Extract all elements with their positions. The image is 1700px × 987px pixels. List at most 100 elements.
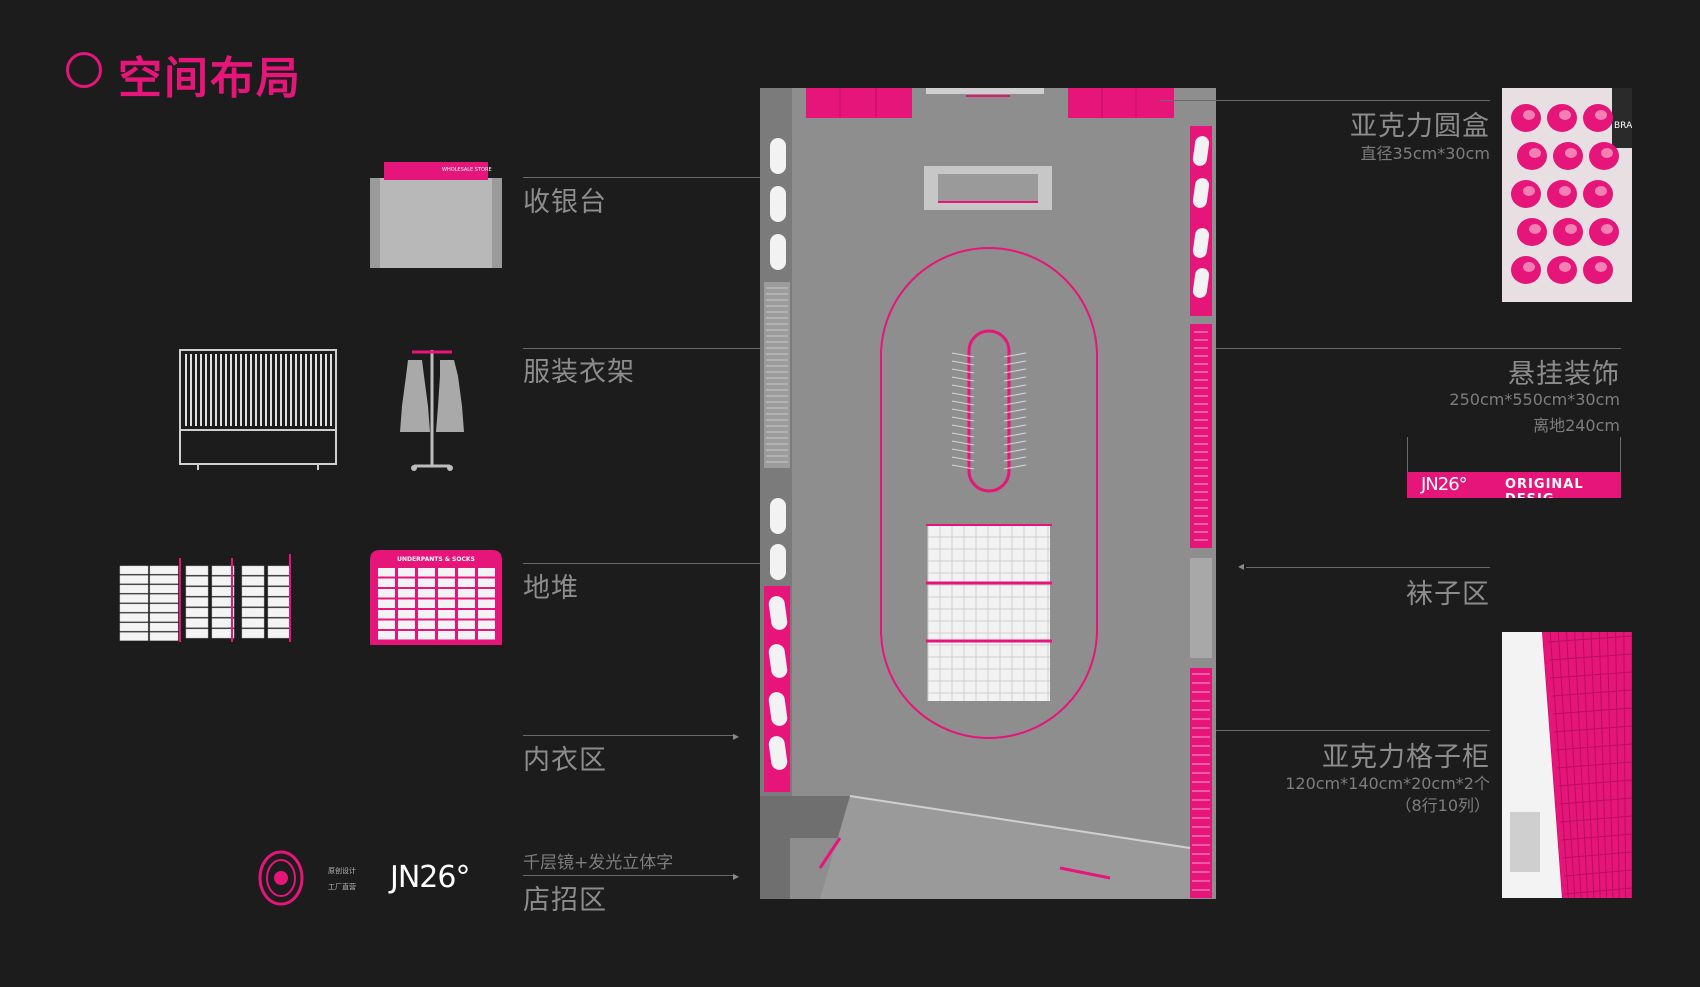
stack-box xyxy=(185,607,209,618)
right-socks-fixture xyxy=(1190,558,1212,658)
wall-cell xyxy=(438,568,455,577)
wall-cell xyxy=(478,599,495,608)
grid-cab-line xyxy=(1551,689,1632,697)
capsule-fixture xyxy=(768,596,788,630)
stack-box xyxy=(185,618,209,628)
left-hanging-rack xyxy=(764,282,790,468)
leader-line-socks xyxy=(1246,567,1490,568)
hanger-line xyxy=(1003,352,1027,358)
wall-cell xyxy=(478,610,495,619)
stack-box xyxy=(119,603,149,613)
stack-box xyxy=(267,565,291,576)
hanger-line xyxy=(1003,360,1027,366)
hanger-line xyxy=(951,392,975,398)
hanger-line xyxy=(951,352,975,358)
hanger-line xyxy=(951,376,975,382)
right-grid-cabinet xyxy=(1190,668,1212,898)
hanger-line xyxy=(1003,392,1027,398)
stack-box xyxy=(267,586,291,597)
wall-cell xyxy=(418,568,435,577)
top-left-cabinet xyxy=(806,88,912,118)
stack-box xyxy=(267,607,291,618)
underpants-sign-text: UNDERPANTS & SOCKS xyxy=(397,556,475,563)
hanger-line xyxy=(1003,400,1027,406)
stack-box xyxy=(149,565,179,575)
hanger-line xyxy=(1003,456,1027,462)
wall-cell xyxy=(458,578,475,587)
plan-floor-stack-table xyxy=(928,525,1050,701)
grid-cab-line xyxy=(1565,887,1632,895)
label-cashier: 收银台 xyxy=(523,187,607,218)
stack-box xyxy=(119,584,149,594)
capsule-fixture xyxy=(770,544,786,580)
wall-cell xyxy=(458,589,475,598)
hanger-line xyxy=(951,416,975,422)
stack-box xyxy=(149,622,179,632)
round-box-highlight xyxy=(1601,224,1613,234)
hanger-line xyxy=(951,408,975,414)
grid-cab-line xyxy=(1557,779,1632,787)
wall-cell xyxy=(378,578,395,587)
cashier-counter-illustration: WHOLESALE STORE xyxy=(370,162,502,268)
leader-line-cashier xyxy=(523,177,961,178)
stack-box xyxy=(119,565,149,575)
stack-box xyxy=(149,594,179,603)
capsule-fixture xyxy=(768,736,788,770)
banner-line xyxy=(1407,437,1408,473)
round-box-highlight xyxy=(1529,224,1541,234)
hanger-line xyxy=(951,424,975,430)
stack-box xyxy=(149,575,179,584)
hanger-line xyxy=(951,448,975,454)
brand-seal-logo-icon xyxy=(258,850,304,906)
stack-box xyxy=(211,576,235,586)
label-sign-zone: 店招区 xyxy=(523,885,607,916)
wall-cell xyxy=(378,568,395,577)
arrow-right-icon: ▸ xyxy=(733,869,740,883)
grid-cab-line xyxy=(1548,653,1632,661)
stack-box xyxy=(241,565,265,576)
stack-box xyxy=(241,607,265,618)
wall-cell xyxy=(458,620,475,629)
stack-box xyxy=(241,576,265,586)
label-hanging-decor-dim2: 离地240cm xyxy=(1533,416,1620,435)
footer-logo-cn2: 工厂直营 xyxy=(328,883,356,891)
banner-line xyxy=(1620,437,1621,473)
wall-cell xyxy=(418,578,435,587)
wall-cell xyxy=(378,599,395,608)
stack-box xyxy=(119,575,149,584)
round-box-highlight xyxy=(1523,186,1535,196)
photo-brand-text: BRAND xyxy=(1614,121,1632,131)
hanger-line xyxy=(1003,368,1027,374)
stack-box xyxy=(267,576,291,586)
wall-cell xyxy=(378,631,395,640)
grid-cab-line xyxy=(1555,743,1632,751)
grid-cab-line xyxy=(1552,707,1632,715)
grid-cab-line xyxy=(1556,761,1632,769)
label-acrylic-round-box-dim: 直径35cm*30cm xyxy=(1360,144,1491,163)
hanger-line xyxy=(951,360,975,366)
arrow-left-icon: ◂ xyxy=(1238,559,1245,573)
capsule-fixture xyxy=(770,186,786,222)
round-box-highlight xyxy=(1565,224,1577,234)
hanger-line xyxy=(1003,408,1027,414)
round-box-highlight xyxy=(1559,186,1571,196)
leader-line-underwear xyxy=(523,735,735,736)
capsule-fixture xyxy=(768,692,788,726)
grid-cab-line xyxy=(1623,632,1627,898)
wall-cell xyxy=(478,589,495,598)
banner-text: ORIGINAL DESIG xyxy=(1505,477,1584,498)
top-right-cabinet xyxy=(1068,88,1174,118)
stack-box xyxy=(185,565,209,576)
hanger-line xyxy=(951,368,975,374)
stack-box xyxy=(211,597,235,607)
grid-cab-line xyxy=(1558,797,1632,805)
wall-cell xyxy=(398,610,415,619)
label-floor-stack: 地堆 xyxy=(523,573,579,604)
hanger-line xyxy=(951,384,975,390)
wall-cell xyxy=(438,610,455,619)
stack-box xyxy=(211,628,235,639)
stack-box xyxy=(241,597,265,607)
stack-box xyxy=(241,628,265,639)
hanger-line xyxy=(1003,440,1027,446)
wall-cell xyxy=(398,578,415,587)
